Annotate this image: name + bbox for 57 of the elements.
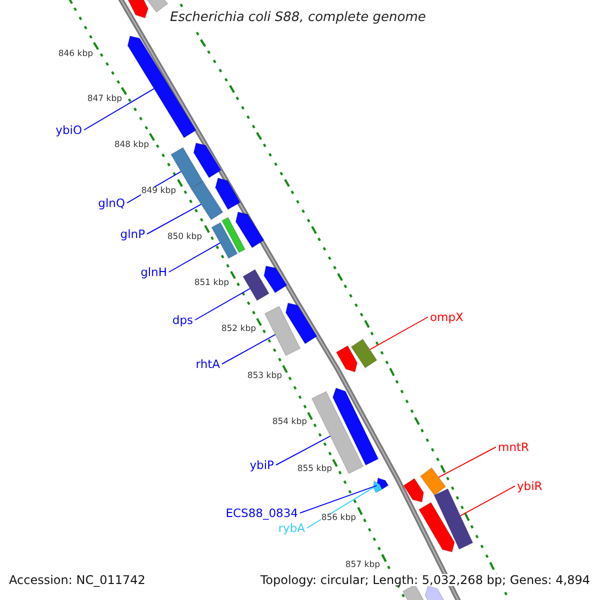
gene-label: rybA	[278, 521, 305, 535]
gene-label: glnH	[140, 265, 167, 279]
gene-bar	[211, 222, 238, 259]
gene-bar	[403, 478, 424, 502]
gene-bar	[242, 268, 270, 302]
scale-label: 849 kbp	[141, 187, 176, 196]
gene-bar	[336, 345, 358, 373]
gene-bar	[264, 266, 288, 294]
scale-label: 853 kbp	[247, 372, 282, 380]
gene-bar	[311, 390, 364, 474]
scale-label: 848 kbp	[114, 141, 149, 150]
gene-bar	[264, 306, 301, 356]
gene-bar	[214, 178, 241, 210]
gene-label: ECS88_0834	[226, 506, 298, 520]
gene-bar	[332, 388, 379, 466]
leader-line	[84, 88, 155, 130]
leader-line	[222, 334, 276, 364]
scale-label: 851 kbp	[194, 279, 229, 288]
gene-bar	[420, 467, 446, 496]
gene-bar	[235, 212, 264, 248]
leader-line	[194, 288, 250, 320]
gene-label: glnQ	[98, 196, 125, 210]
leader-line	[438, 446, 496, 478]
gene-bar	[285, 302, 318, 344]
gene-label: rhtA	[196, 357, 220, 371]
gene-label: ompX	[430, 310, 464, 324]
scale-label: 856 kbp	[321, 514, 356, 522]
gene-bar	[126, 0, 149, 18]
genome-stats-label: Topology: circular; Length: 5,032,268 bp; Genes: 4,894	[260, 574, 590, 586]
gene-bar	[434, 488, 474, 550]
leader-line	[369, 316, 428, 350]
gene-label: mntR	[498, 440, 529, 454]
accession-label: Accession: NC_011742	[9, 574, 146, 586]
leader-line	[276, 436, 331, 466]
gene-bar	[193, 142, 222, 178]
gene-bar	[127, 36, 197, 138]
gene-bar	[350, 338, 378, 368]
gene-label: ybiP	[250, 458, 274, 472]
scale-label: 846 kbp	[58, 50, 93, 58]
gene-label: dps	[172, 313, 193, 327]
leader-line	[146, 204, 202, 234]
gene-label: glnP	[120, 227, 145, 241]
gene-label: ybiR	[517, 479, 542, 493]
leader-line	[306, 487, 374, 528]
gene-bar	[221, 216, 246, 254]
scale-label: 850 kbp	[167, 233, 202, 242]
gene-bar	[190, 180, 224, 220]
scale-label: 857 kbp	[345, 561, 380, 570]
leader-line	[300, 485, 378, 514]
scale-label: 855 kbp	[297, 465, 332, 474]
leader-line	[460, 486, 516, 516]
gene-bar	[373, 480, 383, 494]
gene-bar	[418, 502, 455, 552]
leader-line	[168, 242, 221, 272]
gene-label: ybiO	[56, 123, 82, 137]
scale-label: 852 kbp	[221, 325, 256, 334]
scale-label: 847 kbp	[87, 95, 122, 104]
